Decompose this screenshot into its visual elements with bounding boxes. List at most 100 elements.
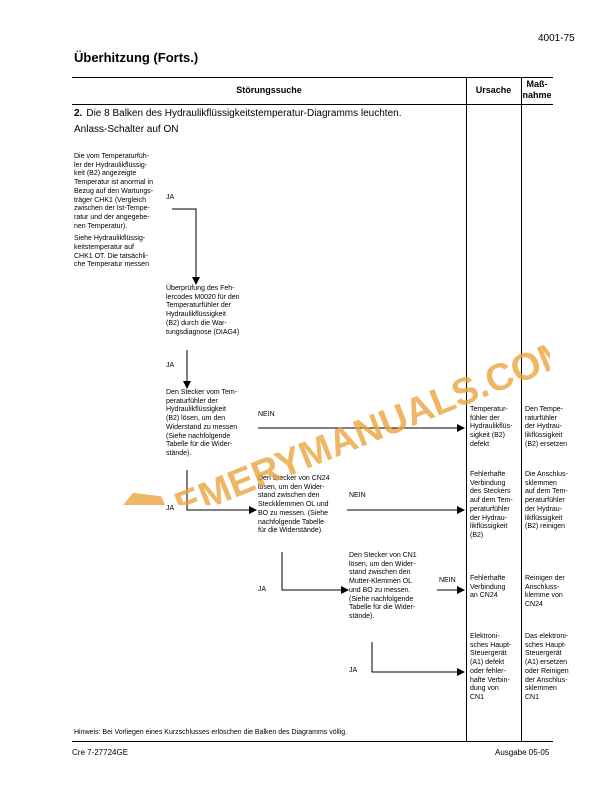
action-line: (B2) ersetzen [525,440,568,448]
action-line: (B2) reinigen [525,523,566,531]
box-line: keitstemperatur auf [74,244,134,252]
cause-line: oder fehler- [470,667,506,675]
action-2: Die Anschlus- sklemmen auf dem Tem- pera… [525,471,573,532]
header-bottom-rule [72,104,553,105]
box-line: BO zu messen. (Siehe [258,509,329,517]
cause-line: (B2) [470,531,484,539]
cause-line: peraturfühler [470,505,510,513]
box-line: Den Stecker von CN1 [349,552,417,559]
box-line: stände). [349,612,375,620]
box-line: Tabelle für die Wider- [349,604,416,612]
box-line: nachfolgende Tabelle [258,518,325,526]
cause-line: sigkeit (B2) [470,432,506,440]
cause-line: Verbindung [470,479,506,487]
action-line: der Hydrau- [525,505,562,513]
action-3: Reinigen der Anschluss- klemme von CN24 [525,575,573,610]
action-line: CN1 [525,693,540,701]
box-line: (B2) durch die War- [166,319,227,327]
cause-line: der Hydrau- [470,514,507,522]
note: Hinweis: Bei Vorliegen eines Kurzschluss… [74,729,348,736]
check-box-1: Die vom Temperaturfüh- ler der Hydraulik… [74,153,164,270]
box-line: Temperatur ist anormal in [74,179,153,187]
box-line: Tabelle für die Wider- [166,441,233,449]
yes-label-5: JA [349,667,358,674]
action-line: sklemmen [525,479,557,487]
arrowhead-yes-5 [457,668,465,676]
arrowhead-yes-4 [341,586,349,594]
box-line: ratur und der angegebe- [74,213,150,221]
cause-line: auf dem Tem- [470,497,513,505]
yes-label-1: JA [166,194,175,201]
check-box-3: Den Stecker vom Tem- peraturfühler der H… [166,389,254,459]
cause-line: defekt [470,440,490,448]
action-line: Den Tempe- [525,406,564,413]
action-line: likflüssigkeit [525,514,563,522]
check-box-4: Den Stecker von CN24 lösen, um den Wider… [258,475,346,536]
cause-3: Fehlerhafte Verbindung an CN24 [470,575,520,601]
action-line: oder Reinigen [525,667,569,675]
box-line: stände). [166,449,192,457]
action-line: Reinigen der [525,575,565,582]
page-title: Überhitzung (Forts.) [74,50,199,65]
box-line: CHK1 OT. Die tatsächli- [74,252,148,260]
yes-label-3: JA [166,505,175,512]
box-line: Hydraulikflüssigkeit [166,311,226,319]
action-1: Den Tempe- raturfühler der Hydrau- likfl… [525,406,573,450]
cause-column-divider [466,77,467,741]
cause-4: Elektroni- sches Haupt- Steuergerät (A1)… [470,633,520,703]
box-line: zwischen der Ist-Tempe- [74,205,150,213]
cause-line: sches Haupt- [470,641,512,649]
no-label-2: NEIN [349,492,366,499]
action-line: Anschluss- [525,583,560,591]
action-line: sklemmen [525,685,557,693]
cause-line: an CN24 [470,592,498,600]
arrowhead-no-1 [457,424,465,432]
box-line: ler der Hydraulikflüssig- [74,161,148,169]
box-line: nen Temperatur). [74,222,128,230]
arrowhead-no-2 [457,506,465,514]
box-line: und BO zu messen. [349,586,411,594]
cause-line: Elektroni- [470,633,500,640]
header-troubleshooting: Störungssuche [236,85,302,95]
box-line: Steckklemmen OL und [258,501,329,509]
cause-line: Hydraulikflüs- [470,423,513,431]
action-line: auf dem Tem- [525,488,568,496]
box-line: stand zwischen den [349,569,411,577]
arrow-yes-5 [371,642,458,673]
arrowhead-yes-3 [249,506,257,514]
cause-2: Fehlerhafte Verbindung des Steckers auf … [470,471,520,541]
box-line: Bezug auf den Wartungs- [74,187,154,195]
box-line: Temperaturfühler der [166,302,231,310]
box-line: lösen, um den Wider- [349,560,416,568]
box-line: lercodes M0020 für den [166,293,240,301]
cause-line: CN1 [470,693,485,701]
table-bottom-rule [72,741,553,742]
box-line: lösen, um den Wider- [258,483,325,491]
action-line: likflüssigkeit [525,432,563,440]
box-line: peraturfühler der [166,397,218,405]
header-action: Maß- nahme [521,79,553,101]
box-line: Widerstand zu messen [166,423,238,431]
no-label-1: NEIN [258,411,275,418]
action-line: Das elektroni- [525,633,569,640]
box-line: Siehe Hydraulikflüssig- [74,235,146,243]
yes-label-4: JA [258,586,267,593]
box-line: Den Stecker von CN24 [258,475,330,482]
arrow-yes-4 [281,552,342,591]
page-number: 4001-75 [538,33,575,44]
box-line: träger CHK1 (Vergleich [74,196,146,204]
box-line: Überprüfung des Feh- [166,285,235,292]
box-line: keit (B2) angezeigte [74,170,137,178]
arrow-yes-1 [172,208,197,278]
box-line: (Siehe nachfolgende [166,432,231,440]
cause-line: Temperatur- [470,406,508,413]
check-box-5: Den Stecker von CN1 lösen, um den Wider-… [349,552,434,622]
header-action-line1: Maß- [526,79,548,89]
action-line: der Anschlus- [525,676,568,684]
box-line: Hydraulikflüssigkeit [166,406,226,414]
cause-1: Temperatur- fühler der Hydraulikflüs- si… [470,406,520,450]
yes-label-2: JA [166,362,175,369]
arrowhead-yes-2 [183,381,191,389]
cause-line: des Steckers [470,488,511,496]
header-cause: Ursache [475,85,512,95]
